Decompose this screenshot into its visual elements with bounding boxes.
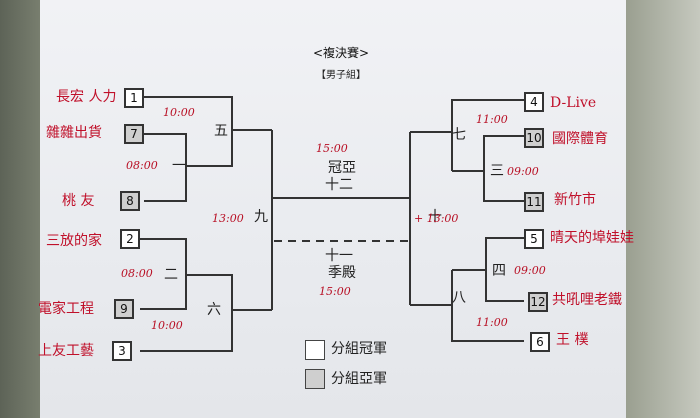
seed-box: 5 — [524, 229, 544, 249]
match-time: + 13:00 — [414, 212, 459, 225]
match-time: 11:00 — [476, 113, 508, 126]
team-name: 雜雜出貨 — [46, 125, 102, 141]
seed-box: 1 — [124, 88, 144, 108]
seed-box: 4 — [524, 92, 544, 112]
match-time: 09:00 — [514, 264, 546, 277]
match-time: 15:00 — [316, 142, 348, 155]
team-name: 三放的家 — [46, 233, 102, 249]
match-number: 一 — [172, 158, 186, 174]
seed-box: 10 — [524, 128, 544, 148]
match-number: 十 — [428, 209, 442, 225]
seed-box: 12 — [528, 292, 548, 312]
match-time: 15:00 — [319, 285, 351, 298]
legend-label: 分組冠軍 — [331, 341, 387, 357]
team-name: 國際體育 — [552, 131, 608, 147]
legend-swatch-champion — [305, 340, 325, 360]
match-time: 13:00 — [212, 212, 244, 225]
seed-box: 2 — [120, 229, 140, 249]
match-number: 八 — [452, 290, 466, 306]
team-name: 晴天的埠娃娃 — [550, 230, 634, 246]
match-time: 08:00 — [126, 159, 158, 172]
third-place-label: 季殿 — [328, 265, 356, 281]
match-number: 十一 — [325, 248, 353, 264]
match-number: 二 — [164, 267, 178, 283]
legend-swatch-runnerup — [305, 369, 325, 389]
seed-box: 6 — [530, 332, 550, 352]
match-number: 十二 — [325, 177, 353, 193]
page-title: <複決賽> — [313, 46, 370, 60]
legend-label: 分組亞軍 — [331, 371, 387, 387]
team-name: 長宏 人力 — [56, 89, 117, 105]
match-time: 10:00 — [151, 319, 183, 332]
team-name: 上友工藝 — [38, 343, 94, 359]
match-time: 09:00 — [507, 165, 539, 178]
seed-box: 7 — [124, 124, 144, 144]
page-subtitle: 【男子組】 — [316, 70, 366, 81]
seed-box: 8 — [120, 191, 140, 211]
match-number: 三 — [490, 163, 504, 179]
team-name: 共吼哩老鐵 — [552, 292, 622, 308]
team-name: 桃 友 — [62, 193, 95, 209]
seed-box: 3 — [112, 341, 132, 361]
match-number: 五 — [214, 123, 228, 139]
match-time: 10:00 — [163, 106, 195, 119]
background-wall-right — [626, 0, 700, 418]
team-name: 新竹市 — [554, 192, 596, 208]
final-label: 冠亞 — [328, 160, 356, 176]
seed-box: 9 — [114, 299, 134, 319]
match-time: 11:00 — [476, 316, 508, 329]
team-name: 電家工程 — [38, 301, 94, 317]
match-time: 08:00 — [121, 267, 153, 280]
team-name: 王 樸 — [556, 332, 589, 348]
match-number: 七 — [452, 127, 466, 143]
match-number: 四 — [492, 263, 506, 279]
match-number: 六 — [207, 302, 221, 318]
background-wall-left — [0, 0, 46, 418]
team-name: D-Live — [550, 95, 597, 111]
seed-box: 11 — [524, 192, 544, 212]
match-number: 九 — [254, 209, 268, 225]
